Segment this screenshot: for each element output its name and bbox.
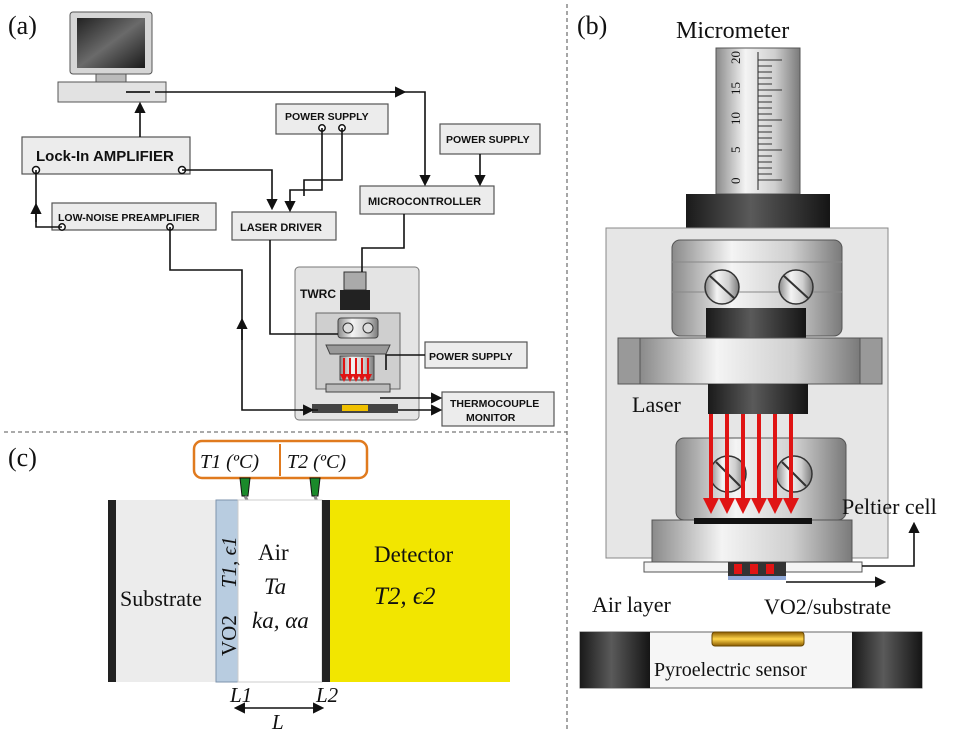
vo2-properties-label: T1, ϵ1 — [217, 536, 241, 588]
micrometer-tick-5: 5 — [728, 147, 743, 154]
air-label: Air — [258, 540, 289, 565]
l-label: L — [271, 710, 284, 729]
panel-label-b: (b) — [577, 11, 607, 40]
power-supply-right-box — [439, 123, 541, 155]
detector-layer — [330, 500, 510, 682]
t2-readout-label: T2 (ºC) — [287, 451, 346, 473]
micrometer-label: Micrometer — [676, 18, 789, 44]
power-supply-cell-label: POWER SUPPLY — [429, 351, 513, 363]
laser-label: Laser — [632, 392, 682, 417]
air-properties-label: ka, αa — [252, 608, 309, 633]
power-supply-top-box — [275, 103, 389, 135]
twrc-assembly-icon — [605, 227, 889, 580]
laser-driver-box — [231, 211, 337, 241]
substrate-label: Substrate — [120, 586, 202, 611]
power-supply-top-label: POWER SUPPLY — [285, 111, 369, 123]
micrometer-tick-15: 15 — [728, 82, 743, 95]
air-gap — [237, 499, 323, 683]
peltier-cell-pointer — [862, 521, 920, 567]
substrate-left-edge — [108, 500, 116, 682]
twrc-cell-icon — [312, 271, 401, 413]
lockin-amplifier-label: Lock-In AMPLIFIER — [36, 148, 174, 165]
preamplifier-label: LOW-NOISE PREAMPLIFIER — [58, 212, 200, 224]
l1-label: L1 — [229, 683, 252, 707]
micrometer-tick-20: 20 — [728, 51, 743, 64]
monitor-label: MONITOR — [466, 412, 516, 424]
air-layer-label: Air layer — [592, 592, 671, 617]
laser-driver-label: LASER DRIVER — [240, 222, 322, 234]
air-temperature-label: Ta — [264, 574, 286, 599]
t1-readout-label: T1 (ºC) — [200, 451, 259, 473]
vo2-label: VO2 — [217, 615, 241, 656]
panel-a-wiring — [30, 86, 486, 416]
computer-icon — [57, 11, 167, 103]
pyroelectric-sensor-icon — [579, 631, 923, 689]
vo2-substrate-label: VO2/substrate — [764, 594, 891, 619]
panel-label-c: (c) — [8, 443, 37, 472]
power-supply-cell-box — [424, 341, 528, 369]
l2-label: L2 — [315, 683, 339, 707]
micrometer-tick-0: 0 — [728, 178, 743, 185]
substrate-layer — [108, 500, 216, 682]
peltier-cell-label: Peltier cell — [842, 494, 937, 519]
microcontroller-label: MICROCONTROLLER — [368, 196, 481, 208]
detector-label: Detector — [374, 542, 454, 567]
power-supply-right-label: POWER SUPPLY — [446, 134, 530, 146]
micrometer-icon: 20 15 10 5 0 — [686, 47, 830, 228]
preamplifier-box — [51, 202, 217, 231]
detector-left-edge — [322, 500, 330, 682]
panel-label-a: (a) — [8, 11, 37, 40]
twrc-label: TWRC — [300, 287, 336, 301]
lockin-amplifier-box — [21, 136, 191, 175]
detector-properties-label: T2, ϵ2 — [374, 583, 435, 610]
thermocouple-label: THERMOCOUPLE — [450, 398, 539, 410]
pyroelectric-sensor-label: Pyroelectric sensor — [654, 659, 807, 681]
micrometer-tick-10: 10 — [728, 112, 743, 125]
